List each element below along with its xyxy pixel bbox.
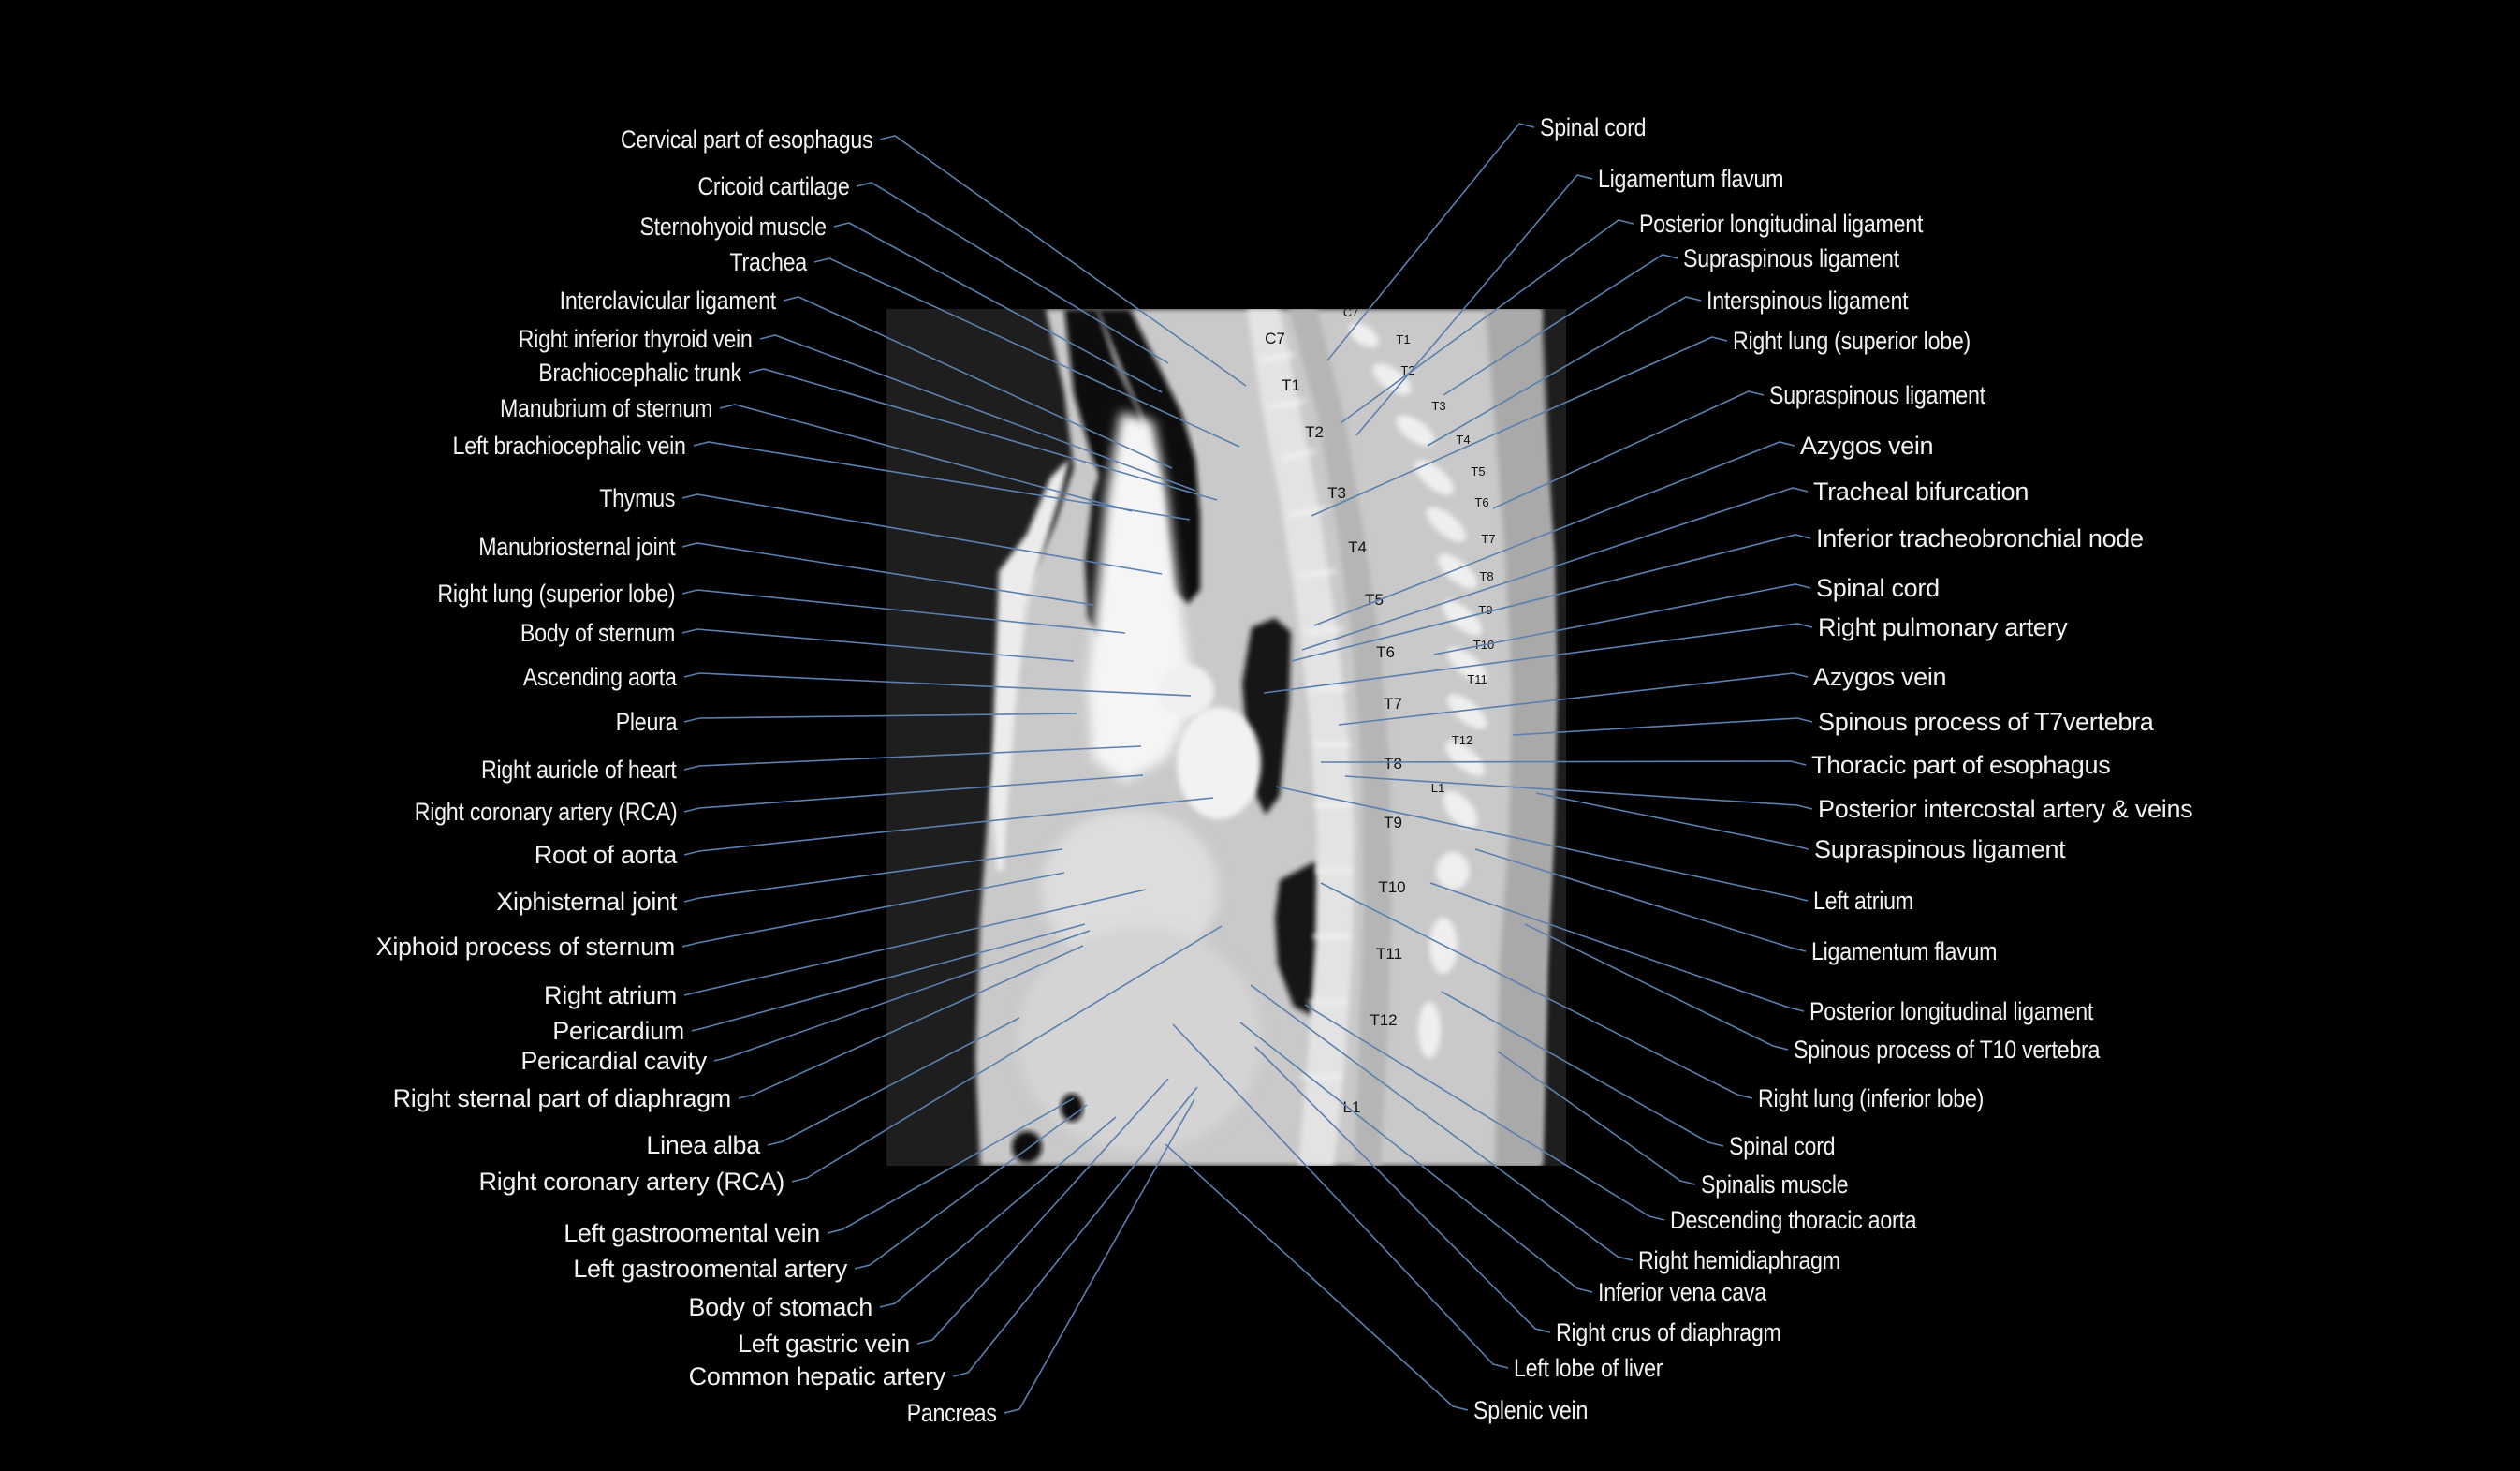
label-right-crus-of-diaphragm: Right crus of diaphragm (1556, 1318, 1781, 1346)
label-right-coronary-artery-rca: Right coronary artery (RCA) (414, 798, 677, 826)
label-pancreas: Pancreas (906, 1399, 997, 1427)
label-inferior-tracheobronchial-node: Inferior tracheobronchial node (1816, 524, 2144, 552)
label-linea-alba: Linea alba (646, 1131, 760, 1159)
label-sternohyoid-muscle: Sternohyoid muscle (639, 213, 828, 241)
vertebra-label-t8: T8 (1384, 755, 1402, 772)
label-root-of-aorta: Root of aorta (534, 841, 678, 869)
label-right-hemidiaphragm: Right hemidiaphragm (1638, 1246, 1840, 1274)
label-brachiocephalic-trunk: Brachiocephalic trunk (538, 359, 741, 387)
label-descending-thoracic-aorta: Descending thoracic aorta (1670, 1206, 1917, 1234)
label-posterior-intercostal-artery-veins: Posterior intercostal artery & veins (1818, 795, 2193, 823)
label-spinal-cord: Spinal cord (1729, 1132, 1836, 1160)
vertebra-label-t10: T10 (1473, 638, 1494, 652)
vertebra-label-c7: C7 (1265, 330, 1285, 347)
vertebra-label-t1: T1 (1282, 376, 1300, 394)
label-pericardial-cavity: Pericardial cavity (520, 1047, 707, 1075)
vertebra-label-c7: C7 (1343, 309, 1359, 319)
vertebra-label-l1: L1 (1431, 781, 1444, 795)
label-supraspinous-ligament: Supraspinous ligament (1814, 835, 2066, 863)
label-supraspinous-ligament: Supraspinous ligament (1683, 244, 1899, 272)
label-right-lung-superior-lobe: Right lung (superior lobe) (1733, 327, 1971, 355)
label-ligamentum-flavum: Ligamentum flavum (1811, 937, 1998, 965)
label-xiphisternal-joint: Xiphisternal joint (496, 888, 677, 916)
vertebra-label-t12: T12 (1370, 1011, 1397, 1029)
label-pleura: Pleura (615, 708, 677, 736)
leader-line (1535, 792, 1809, 850)
vertebra-label-t7: T7 (1481, 532, 1495, 546)
vertebra-label-t3: T3 (1327, 484, 1346, 502)
vertebra-label-t5: T5 (1471, 464, 1485, 478)
label-posterior-longitudinal-ligament: Posterior longitudinal ligament (1639, 210, 1924, 238)
label-right-lung-superior-lobe: Right lung (superior lobe) (436, 580, 675, 608)
label-inferior-vena-cava: Inferior vena cava (1598, 1278, 1766, 1306)
label-trachea: Trachea (729, 248, 807, 276)
vertebra-label-t2: T2 (1305, 423, 1324, 441)
label-cervical-part-of-esophagus: Cervical part of esophagus (620, 125, 872, 154)
label-thymus: Thymus (598, 484, 675, 512)
label-interspinous-ligament: Interspinous ligament (1707, 287, 1909, 315)
vertebra-label-t6: T6 (1376, 643, 1395, 661)
vertebra-label-t3: T3 (1431, 399, 1445, 413)
vertebra-label-t11: T11 (1467, 672, 1487, 686)
label-left-gastroomental-artery: Left gastroomental artery (573, 1255, 847, 1283)
label-manubriosternal-joint: Manubriosternal joint (477, 533, 675, 561)
label-spinal-cord: Spinal cord (1816, 574, 1940, 602)
label-xiphoid-process-of-sternum: Xiphoid process of sternum (375, 933, 676, 961)
vertebra-label-t5: T5 (1365, 591, 1384, 609)
label-splenic-vein: Splenic vein (1473, 1396, 1589, 1424)
label-supraspinous-ligament: Supraspinous ligament (1769, 381, 1985, 409)
label-pericardium: Pericardium (552, 1017, 684, 1045)
vertebra-label-t11: T11 (1376, 945, 1402, 963)
label-body-of-sternum: Body of sternum (520, 619, 675, 647)
label-ascending-aorta: Ascending aorta (523, 663, 677, 691)
vertebra-label-t8: T8 (1479, 569, 1493, 583)
vertebra-label-t4: T4 (1456, 433, 1470, 447)
vertebra-label-t6: T6 (1474, 495, 1488, 509)
vertebra-label-t12: T12 (1452, 733, 1472, 747)
label-body-of-stomach: Body of stomach (688, 1293, 872, 1321)
label-azygos-vein: Azygos vein (1800, 432, 1934, 460)
vertebra-label-t1: T1 (1396, 332, 1410, 346)
vertebra-label-t2: T2 (1400, 363, 1414, 377)
label-right-pulmonary-artery: Right pulmonary artery (1818, 613, 2068, 641)
label-spinous-process-of-t7vertebra: Spinous process of T7vertebra (1818, 708, 2154, 736)
leader-line (1165, 1143, 1469, 1411)
vertebra-label-t9: T9 (1478, 603, 1492, 617)
label-right-inferior-thyroid-vein: Right inferior thyroid vein (519, 325, 753, 353)
label-left-lobe-of-liver: Left lobe of liver (1514, 1354, 1663, 1382)
label-spinal-cord: Spinal cord (1540, 113, 1647, 141)
vertebra-label-t10: T10 (1378, 878, 1405, 896)
label-right-coronary-artery-rca: Right coronary artery (RCA) (478, 1168, 785, 1196)
label-thoracic-part-of-esophagus: Thoracic part of esophagus (1811, 751, 2111, 779)
label-right-sternal-part-of-diaphragm: Right sternal part of diaphragm (392, 1084, 732, 1112)
vertebra-label-l1: L1 (1343, 1098, 1361, 1116)
label-posterior-longitudinal-ligament: Posterior longitudinal ligament (1809, 997, 2094, 1025)
vertebra-label-t4: T4 (1348, 538, 1367, 556)
label-spinalis-muscle: Spinalis muscle (1701, 1170, 1849, 1199)
label-ligamentum-flavum: Ligamentum flavum (1598, 165, 1784, 193)
label-left-atrium: Left atrium (1813, 887, 1913, 915)
label-left-brachiocephalic-vein: Left brachiocephalic vein (452, 432, 686, 460)
label-azygos-vein: Azygos vein (1813, 663, 1947, 691)
label-interclavicular-ligament: Interclavicular ligament (559, 287, 777, 315)
vertebra-label-t7: T7 (1384, 695, 1402, 713)
label-right-atrium: Right atrium (544, 981, 677, 1009)
label-left-gastroomental-vein: Left gastroomental vein (564, 1219, 820, 1247)
label-tracheal-bifurcation: Tracheal bifurcation (1813, 478, 2029, 506)
label-right-auricle-of-heart: Right auricle of heart (481, 756, 677, 784)
label-spinous-process-of-t10-vertebra: Spinous process of T10 vertebra (1794, 1036, 2101, 1064)
label-right-lung-inferior-lobe: Right lung (inferior lobe) (1758, 1084, 1985, 1112)
label-left-gastric-vein: Left gastric vein (738, 1330, 910, 1358)
vertebra-label-t9: T9 (1384, 814, 1402, 831)
label-cricoid-cartilage: Cricoid cartilage (696, 172, 849, 200)
label-manubrium-of-sternum: Manubrium of sternum (499, 394, 712, 422)
label-common-hepatic-artery: Common hepatic artery (688, 1362, 946, 1390)
